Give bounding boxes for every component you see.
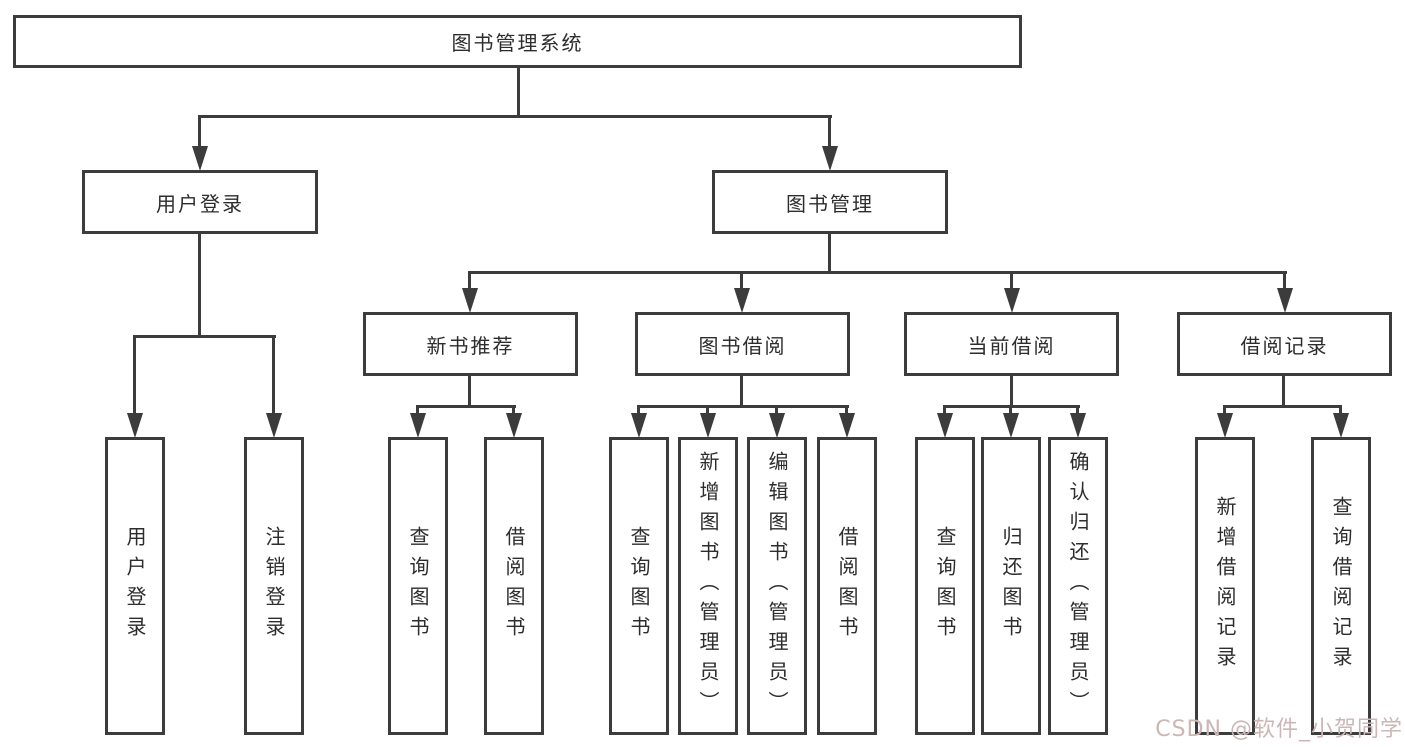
leaf-rec-query-book: 查询图书 — [388, 437, 448, 735]
node-current-borrow: 当前借阅 — [904, 312, 1119, 376]
arrow-down-icon — [506, 413, 522, 438]
arrow-down-icon — [822, 146, 838, 171]
arrow-down-icon — [1003, 413, 1019, 438]
connector-line — [198, 115, 201, 148]
arrow-down-icon — [769, 413, 785, 438]
arrow-down-icon — [631, 413, 647, 438]
node-borrow-record: 借阅记录 — [1177, 312, 1392, 376]
arrow-down-icon — [127, 413, 143, 438]
leaf-user-login-label: 用户登录 — [123, 526, 147, 646]
node-book-borrow-label: 图书借阅 — [698, 333, 787, 358]
leaf-borrow-lend-book: 借阅图书 — [817, 437, 877, 735]
connector-line — [468, 271, 1287, 274]
arrow-down-icon — [410, 413, 426, 438]
arrow-down-icon — [462, 288, 478, 313]
connector-line — [1339, 405, 1342, 416]
connector-line — [133, 335, 136, 415]
leaf-query-borrow-record-label: 查询借阅记录 — [1329, 496, 1353, 676]
arrow-down-icon — [700, 413, 716, 438]
connector-line — [468, 374, 471, 408]
node-book-management-label: 图书管理 — [786, 191, 874, 216]
leaf-current-query-book: 查询图书 — [915, 437, 975, 735]
node-book-management: 图书管理 — [712, 170, 948, 234]
connector-line — [637, 405, 849, 408]
connector-line — [416, 405, 419, 416]
connector-line — [416, 405, 516, 408]
leaf-add-book-admin-label: 新增图书（管理员） — [696, 451, 720, 721]
connector-line — [512, 405, 515, 416]
connector-line — [740, 374, 743, 408]
connector-line — [637, 405, 640, 416]
node-user-login: 用户登录 — [82, 170, 318, 234]
connector-line — [775, 405, 778, 416]
leaf-add-borrow-record: 新增借阅记录 — [1195, 437, 1255, 735]
node-user-login-label: 用户登录 — [156, 191, 244, 216]
arrow-down-icon — [192, 146, 208, 171]
connector-line — [828, 232, 831, 274]
leaf-edit-book-admin-label: 编辑图书（管理员） — [765, 451, 789, 721]
watermark: CSDN @软件_小贺同学 — [1155, 717, 1403, 742]
connector-line — [1283, 271, 1286, 291]
connector-line — [740, 271, 743, 291]
connector-line — [943, 405, 946, 416]
leaf-return-book-label: 归还图书 — [999, 526, 1023, 646]
node-new-book-recommend: 新书推荐 — [363, 312, 578, 376]
leaf-logout: 注销登录 — [244, 437, 304, 735]
connector-line — [517, 66, 520, 118]
leaf-confirm-return-admin-label: 确认归还（管理员） — [1066, 451, 1090, 721]
leaf-query-borrow-record: 查询借阅记录 — [1311, 437, 1371, 735]
arrow-down-icon — [1333, 413, 1349, 438]
node-borrow-record-label: 借阅记录 — [1240, 333, 1329, 358]
arrow-down-icon — [266, 413, 282, 438]
leaf-add-book-admin: 新增图书（管理员） — [678, 437, 738, 735]
arrow-down-icon — [1217, 413, 1233, 438]
connector-line — [1282, 374, 1285, 408]
leaf-rec-borrow-book-label: 借阅图书 — [502, 526, 526, 646]
arrow-down-icon — [839, 413, 855, 438]
connector-line — [706, 405, 709, 416]
connector-line — [828, 115, 831, 148]
node-book-borrow: 图书借阅 — [635, 312, 850, 376]
connector-line — [198, 115, 832, 118]
connector-line — [1076, 405, 1079, 416]
arrow-down-icon — [937, 413, 953, 438]
node-root-label: 图书管理系统 — [451, 31, 584, 55]
leaf-borrow-query-book-label: 查询图书 — [627, 526, 651, 646]
connector-line — [845, 405, 848, 416]
leaf-rec-query-book-label: 查询图书 — [406, 526, 430, 646]
arrow-down-icon — [1070, 413, 1086, 438]
connector-line — [1009, 405, 1012, 416]
node-new-book-recommend-label: 新书推荐 — [426, 333, 515, 358]
connector-line — [1223, 405, 1342, 408]
leaf-borrow-query-book: 查询图书 — [609, 437, 669, 735]
leaf-logout-label: 注销登录 — [262, 526, 286, 646]
connector-line — [1010, 374, 1013, 408]
leaf-current-query-book-label: 查询图书 — [933, 526, 957, 646]
arrow-down-icon — [734, 288, 750, 313]
leaf-add-borrow-record-label: 新增借阅记录 — [1213, 496, 1237, 676]
connector-line — [198, 232, 201, 337]
leaf-user-login: 用户登录 — [105, 437, 165, 735]
leaf-confirm-return-admin: 确认归还（管理员） — [1048, 437, 1108, 735]
connector-line — [468, 271, 471, 291]
arrow-down-icon — [1004, 288, 1020, 313]
leaf-rec-borrow-book: 借阅图书 — [484, 437, 544, 735]
connector-line — [133, 335, 276, 338]
leaf-borrow-lend-book-label: 借阅图书 — [835, 526, 859, 646]
node-root: 图书管理系统 — [13, 15, 1022, 68]
connector-line — [1010, 271, 1013, 291]
arrow-down-icon — [1277, 288, 1293, 313]
connector-line — [272, 335, 275, 415]
leaf-edit-book-admin: 编辑图书（管理员） — [747, 437, 807, 735]
leaf-return-book: 归还图书 — [981, 437, 1041, 735]
node-current-borrow-label: 当前借阅 — [967, 333, 1056, 358]
connector-line — [1223, 405, 1226, 416]
